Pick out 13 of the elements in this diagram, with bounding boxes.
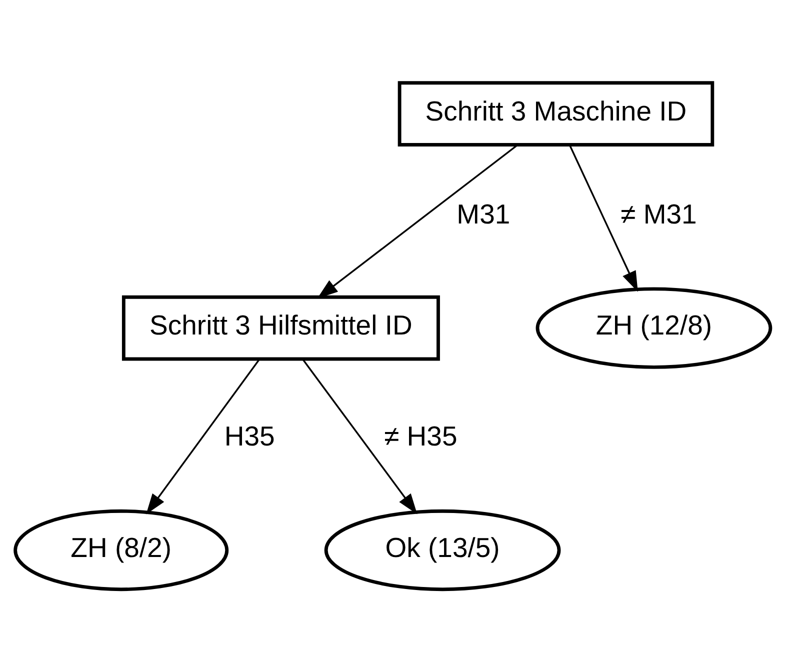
edge-label: H35 bbox=[224, 420, 275, 452]
edge-label: ≠ M31 bbox=[620, 198, 697, 230]
node-box: Schritt 3 Hilfsmittel ID bbox=[122, 295, 440, 361]
edge-label: ≠ H35 bbox=[384, 420, 458, 452]
edge-label: M31 bbox=[456, 198, 510, 230]
node-box: Schritt 3 Maschine ID bbox=[398, 81, 714, 146]
node-ellipse: ZH (12/8) bbox=[536, 287, 772, 369]
node-ellipse: Ok (13/5) bbox=[324, 509, 561, 592]
node-ellipse: ZH (8/2) bbox=[14, 509, 229, 592]
arrow bbox=[146, 358, 260, 514]
arrow bbox=[568, 144, 638, 292]
arrow bbox=[317, 144, 518, 298]
arrow bbox=[302, 358, 418, 514]
